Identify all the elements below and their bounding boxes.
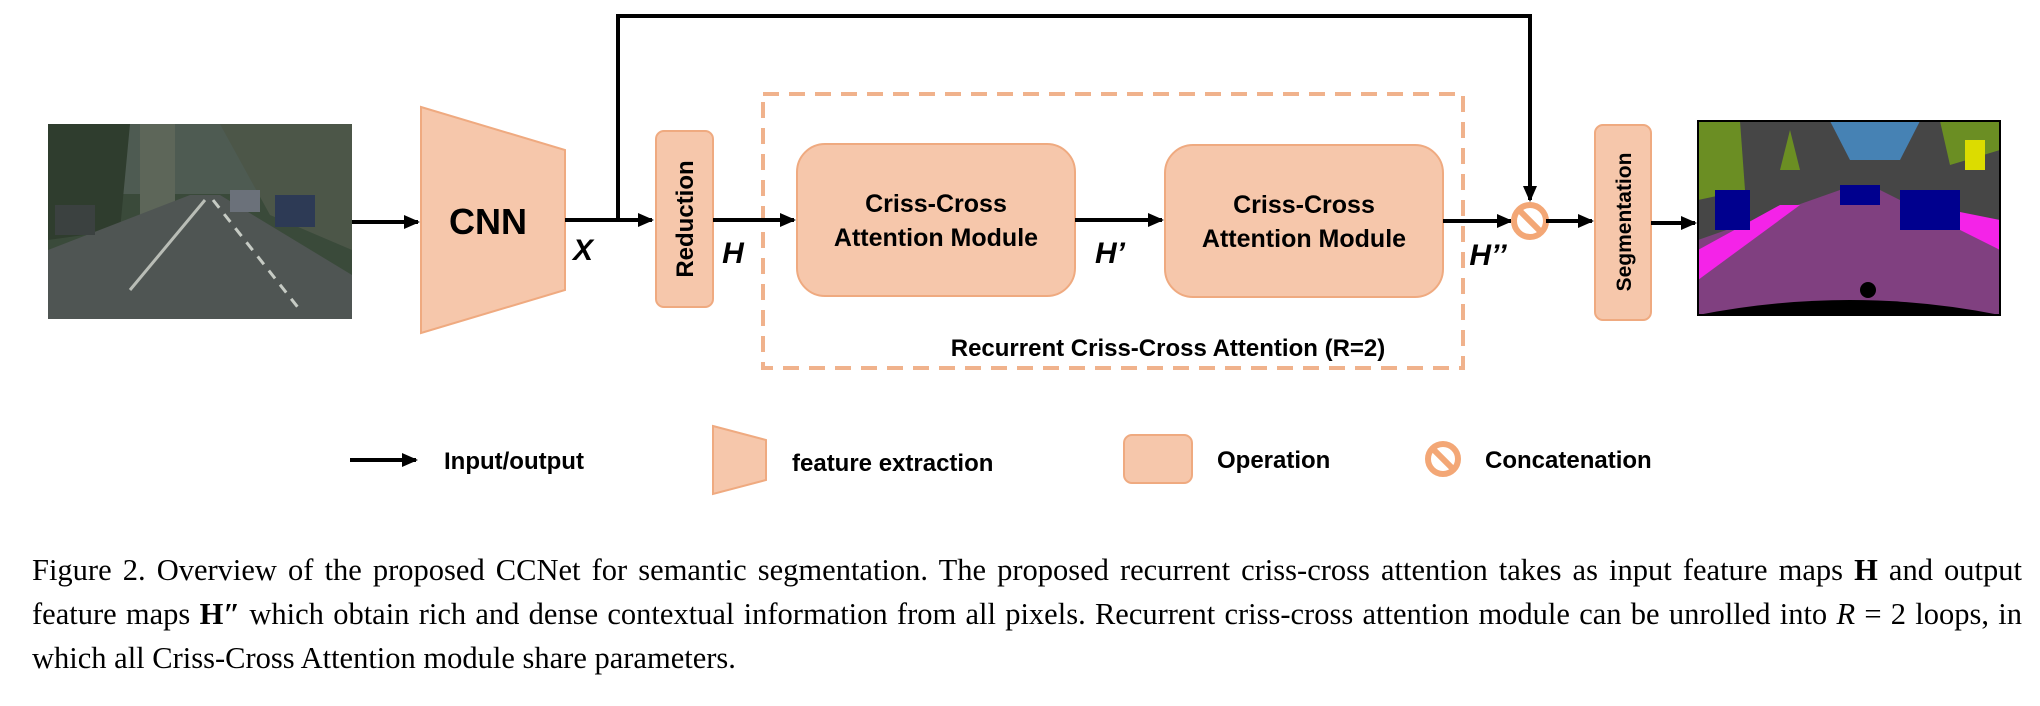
- cca1-line1: Criss-Cross: [865, 190, 1007, 218]
- caption-line-2b: and output feature maps: [32, 553, 2022, 631]
- output-segmentation-map: [1697, 120, 2001, 316]
- recurrent-region-border: [761, 92, 1465, 370]
- segmentation-label: Segmentation: [1613, 153, 1636, 292]
- rcca-label: Recurrent Criss-Cross Attention (R=2): [951, 335, 1386, 362]
- figure-caption: Figure 2. Overview of the proposed CCNet…: [32, 548, 2022, 680]
- legend-trapezoid-icon: [712, 424, 767, 496]
- legend-trapezoid-label: feature extraction: [792, 450, 993, 477]
- h-prime-label: H’: [1095, 237, 1126, 270]
- caption-line-3b: = 2 loops, in which all Criss-Cross Atte…: [32, 597, 2023, 675]
- legend-box-icon: [1123, 434, 1193, 484]
- cca2-line1: Criss-Cross: [1233, 191, 1375, 219]
- cnn-block: CNN: [420, 105, 566, 335]
- caption-math-H2: H″: [199, 597, 241, 631]
- legend: Input/output feature extraction Operatio…: [350, 424, 1652, 496]
- cca2-line2: Attention Module: [1202, 225, 1406, 253]
- caption-line-3a: module can be unrolled into: [1478, 597, 1837, 631]
- cca1-line2: Attention Module: [834, 224, 1038, 252]
- legend-box-label: Operation: [1217, 447, 1330, 474]
- cca-module-1: Criss-Cross Attention Module: [796, 143, 1076, 297]
- ccnet-diagram: CNN X Reduction H Recurrent Criss-Cross …: [48, 14, 2001, 496]
- cnn-label: CNN: [449, 201, 527, 242]
- caption-line-2c: which obtain rich and dense contextual i…: [240, 597, 1470, 631]
- x-label: X: [571, 234, 595, 267]
- legend-concat-label: Concatenation: [1485, 447, 1652, 474]
- h-label: H: [722, 237, 745, 270]
- cca-module-2: Criss-Cross Attention Module: [1164, 144, 1444, 298]
- caption-math-H: H: [1854, 553, 1878, 587]
- reduction-label: Reduction: [672, 160, 699, 277]
- reduction-block: Reduction: [655, 130, 714, 308]
- legend-arrow-label: Input/output: [444, 448, 584, 475]
- h-double-prime-label: H’’: [1469, 239, 1507, 272]
- segmentation-block: Segmentation: [1594, 124, 1652, 321]
- concatenation-icon: [1511, 202, 1549, 240]
- caption-math-R: R: [1836, 597, 1856, 631]
- input-street-image: [48, 124, 352, 319]
- caption-line-1: Figure 2. Overview of the proposed CCNet…: [32, 553, 1768, 587]
- caption-line-2a: maps: [1778, 553, 1855, 587]
- skip-connection-line: [616, 14, 1537, 220]
- legend-concat-icon: [1425, 441, 1461, 477]
